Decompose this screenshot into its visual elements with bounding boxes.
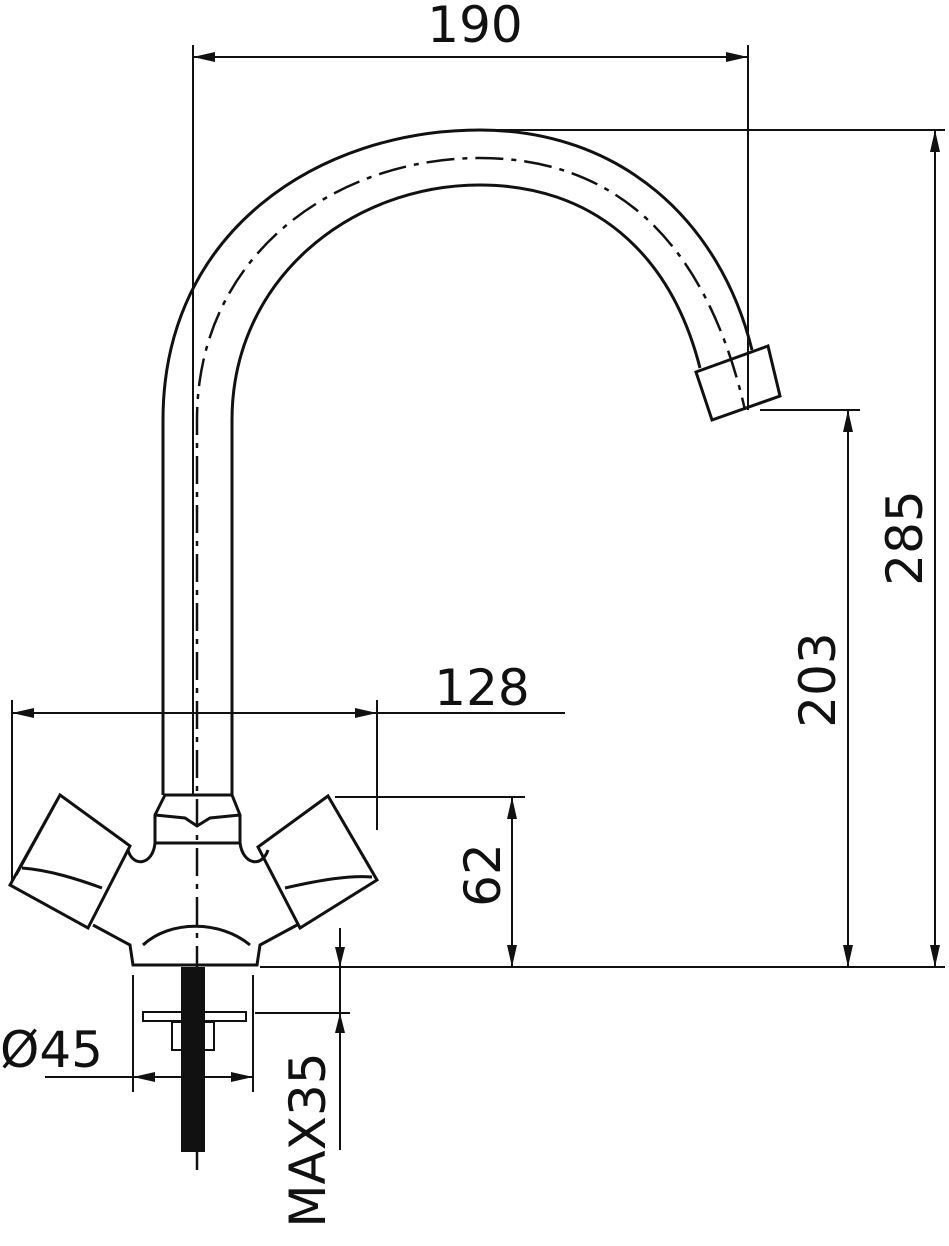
- dim-max35: MAX35: [279, 1052, 337, 1227]
- spout-inner: [230, 183, 702, 795]
- left-handle: [7, 792, 132, 931]
- nut: [171, 1021, 215, 1051]
- spout-centerline: [195, 156, 747, 1170]
- dim-203: 203: [789, 632, 847, 727]
- spout-nozzle: [694, 344, 782, 422]
- dim-128: 128: [434, 659, 529, 717]
- dim-190: 190: [427, 0, 522, 54]
- mounting-stud: [181, 967, 205, 1152]
- right-handle: [256, 793, 380, 931]
- body: [92, 842, 298, 967]
- dim-62: 62: [454, 843, 512, 907]
- arrow: [335, 947, 345, 1033]
- faucet-outline: [7, 128, 782, 1170]
- dim-285: 285: [876, 490, 934, 585]
- body-arc: [141, 924, 251, 947]
- dim-45: Ø45: [0, 1021, 103, 1079]
